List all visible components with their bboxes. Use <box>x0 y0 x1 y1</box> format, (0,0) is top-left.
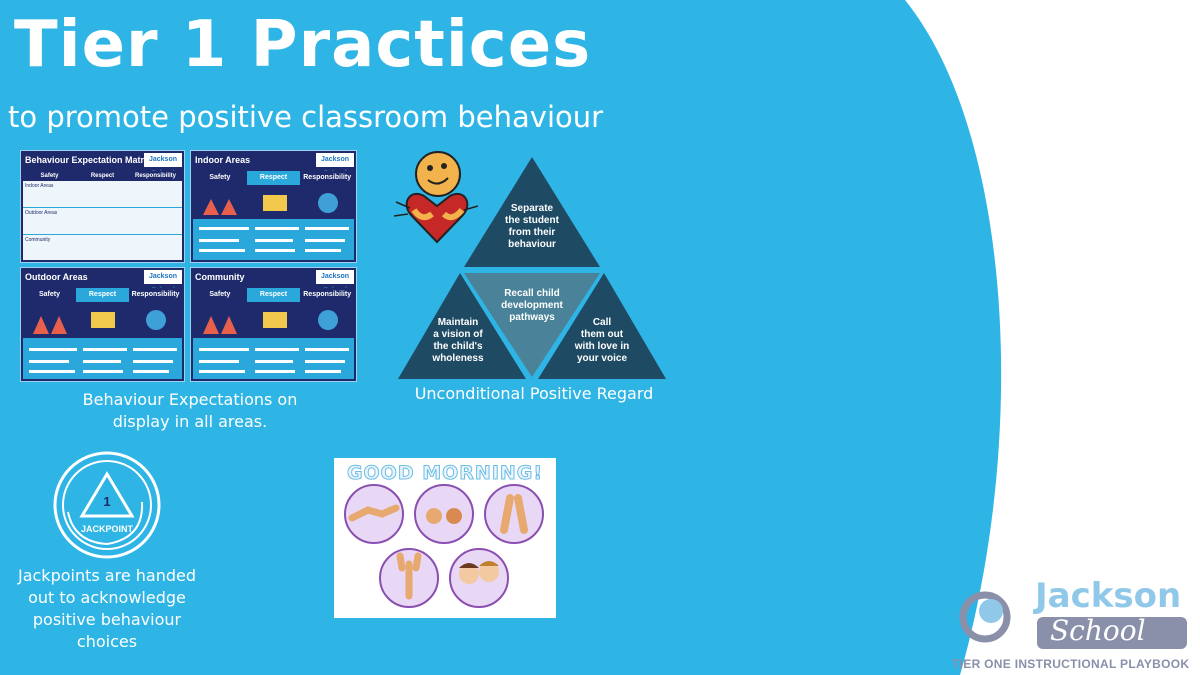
poster-illustrations <box>193 185 356 252</box>
poster-illustrations <box>193 302 356 373</box>
hug-icon <box>449 548 509 608</box>
column-safety: Safety <box>209 291 231 298</box>
triangle-right <box>538 273 666 379</box>
jackpoint-caption: Jackpoints are handed out to acknowledge… <box>17 566 196 651</box>
poster-title: Indoor Areas <box>195 155 251 165</box>
column-respect: Respect <box>246 288 301 302</box>
poster-title: Outdoor Areas <box>25 272 88 282</box>
upr-triangle-diagram: Separate the student from their behaviou… <box>398 157 666 379</box>
poster-indoor-areas: Indoor Areas Jackson School Safety Respec… <box>190 150 357 263</box>
triangle-center-line1: Recall child <box>504 288 560 299</box>
triangle-top-line4: behaviour <box>508 239 556 250</box>
triangle-right-line2: them out <box>581 329 624 340</box>
matrix-row-indoor: Indoor Areas <box>23 181 182 208</box>
poster-logo: Jackson School <box>316 270 354 294</box>
greeting-options <box>344 484 544 608</box>
column-safety: Safety <box>38 291 60 298</box>
triangle-right-line4: your voice <box>577 353 627 364</box>
page-subtitle: to promote positive classroom behaviour <box>8 100 604 134</box>
poster-outdoor-areas: Outdoor Areas Jackson School Safety Respe… <box>20 267 185 382</box>
poster-logo: Jackson School <box>144 153 182 177</box>
poster-title: Behaviour Expectation Matrix <box>25 155 152 165</box>
good-morning-title: GOOD MORNING! <box>346 462 544 485</box>
triangle-left <box>398 273 526 379</box>
fist-bump-icon <box>414 484 474 544</box>
jackpoint-number: 1 <box>103 494 110 509</box>
page-title: Tier 1 Practices <box>14 8 592 82</box>
column-responsibility: Responsibility <box>303 174 352 181</box>
triangle-right-line1: Call <box>593 317 612 328</box>
triangle-center-line2: development <box>501 300 563 311</box>
poster-logo: Jackson School <box>144 270 182 294</box>
column-respect: Respect <box>90 173 115 179</box>
jackson-school-logo <box>959 591 1187 649</box>
column-safety: Safety <box>40 173 59 179</box>
triangle-top-line3: from their <box>509 227 556 238</box>
triangle-left-line3: the child's <box>433 341 482 352</box>
column-responsibility: Responsibility <box>131 291 180 298</box>
triangle-top-line2: the student <box>505 215 560 226</box>
matrix-row-outdoor: Outdoor Areas <box>23 208 182 235</box>
upr-caption: Unconditional Positive Regard <box>414 384 654 403</box>
triangle-top <box>464 157 600 267</box>
jackpoint-coin-icon: 1 JACKPOINT <box>53 451 161 559</box>
poster-illustrations <box>23 302 184 373</box>
column-responsibility: Responsibility <box>134 173 176 179</box>
high-five-icon <box>484 484 544 544</box>
triangle-center-line3: pathways <box>509 312 555 323</box>
triangle-left-line1: Maintain <box>438 317 479 328</box>
triangle-left-line2: a vision of <box>433 329 483 340</box>
triangle-left-line4: wholeness <box>431 353 484 364</box>
triangle-right-line3: with love in <box>574 341 629 352</box>
column-safety: Safety <box>209 174 231 181</box>
logo-tagline: TIER ONE INSTRUCTIONAL PLAYBOOK <box>952 657 1190 671</box>
posters-caption: Behaviour Expectations on display in all… <box>82 390 298 431</box>
good-morning-poster: GOOD MORNING! <box>334 458 556 618</box>
heart-character-icon <box>393 151 479 244</box>
logo-school-text: School <box>1050 614 1146 647</box>
jackpoint-label: JACKPOINT <box>81 524 134 534</box>
matrix-row-community: Community <box>25 237 51 243</box>
logo-jackson-text: Jackson <box>1035 576 1182 616</box>
triangle-top-line1: Separate <box>511 203 554 214</box>
poster-community: Community Jackson School Safety Respect R… <box>190 267 357 382</box>
column-respect: Respect <box>246 171 301 185</box>
poster-logo: Jackson School <box>316 153 354 177</box>
poster-title: Community <box>195 272 245 282</box>
triangle-center <box>464 273 600 377</box>
column-respect: Respect <box>76 288 129 302</box>
column-responsibility: Responsibility <box>303 291 352 298</box>
